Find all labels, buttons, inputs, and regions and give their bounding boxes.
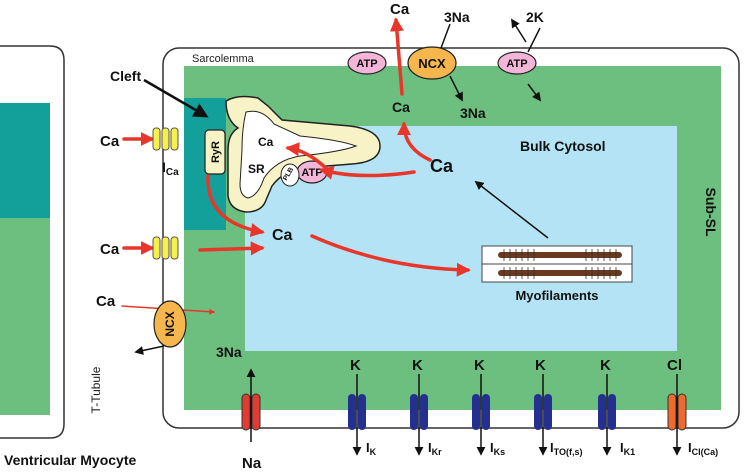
- thick-filament-bottom: [498, 270, 622, 276]
- nak-na-out-arrow: [511, 18, 527, 43]
- ncx-tt-na-label: 3Na: [216, 344, 242, 360]
- ncx-ttubule-label: NCX: [163, 311, 177, 336]
- nak-k-in-arrow: [527, 83, 542, 102]
- ncx-na-in-label: 3Na: [460, 105, 486, 121]
- serca-uptake-arrow: [319, 166, 416, 180]
- pmca-atp-label: ATP: [356, 58, 377, 70]
- iks-channel: [472, 394, 490, 430]
- ncx-na-in-arrow: [449, 75, 463, 102]
- ncx-tt-na-out-arrow: [134, 345, 165, 355]
- ikr-channel: [410, 394, 428, 430]
- ryr-release-arrow: [206, 174, 265, 237]
- ik1-k-label: K: [600, 357, 611, 374]
- ltype-ca-label: Ca: [100, 241, 120, 258]
- ryr-label: RyR: [210, 141, 222, 163]
- cleft-pointer-arrow: [143, 78, 209, 118]
- ito-current-label: ITO(f,s): [550, 440, 582, 457]
- iks-k-label: K: [474, 357, 485, 374]
- subsl-ca-label: Ca: [272, 227, 293, 244]
- sr-ca-label: Ca: [258, 135, 274, 149]
- myofilaments: Myofilaments: [481, 245, 633, 303]
- ik1-channel: [598, 394, 616, 430]
- phospholamban: [280, 163, 300, 187]
- ikr-current-label: IKr: [428, 440, 442, 457]
- serca-atp-label: ATP: [301, 167, 322, 179]
- neighbor-cell: [0, 45, 65, 439]
- nak-atp-label: ATP: [506, 58, 527, 70]
- neighbor-cell-cleft: [0, 103, 50, 218]
- black-arrows: [134, 18, 549, 355]
- bulk-ca-label: Ca: [430, 156, 454, 176]
- icl-cl-label: Cl: [667, 357, 682, 374]
- ik-channel: [348, 394, 366, 430]
- sr-uptake-arrow: [285, 142, 328, 170]
- ica-ca-label: Ca: [100, 133, 120, 150]
- bulk-to-ncx-arrow: [397, 121, 432, 162]
- ik1-current-label: IK1: [620, 440, 635, 457]
- ryanodine-receptor: [204, 129, 226, 175]
- ikr-k-label: K: [412, 357, 423, 374]
- ncx-ca-in-label: Ca: [392, 99, 410, 115]
- myofilaments-label: Myofilaments: [515, 288, 598, 303]
- ncx-tt-ca-label: Ca: [96, 293, 116, 310]
- iks-current-label: IKs: [490, 440, 505, 457]
- ltype-channel-subsl: [152, 236, 179, 260]
- t-tubule-label: T-Tubule: [89, 366, 103, 413]
- ik-current-label: IK: [366, 440, 377, 457]
- thick-filament-top: [498, 252, 622, 258]
- ica-current-label: ICa: [162, 159, 179, 178]
- ncx-ttubule: [153, 300, 187, 348]
- icl-ca-channel: [667, 393, 687, 431]
- nak-k-line: [527, 27, 541, 53]
- subsl-ca-arrow: [198, 241, 265, 256]
- myofilament-to-cytosol-arrow: [474, 180, 549, 239]
- nak-k-label: 2K: [526, 9, 544, 25]
- ncx-sarcolemma: [407, 46, 457, 80]
- ncx-na-out-label: 3Na: [444, 9, 470, 25]
- ltype-channel-cleft: [152, 127, 179, 151]
- nak-pump: [497, 51, 537, 75]
- ik-k-label: K: [350, 357, 361, 374]
- cleft-label: Cleft: [110, 68, 141, 84]
- ca-flux-arrows: [121, 17, 471, 315]
- na-channel: [241, 393, 261, 431]
- efflux-ca-label: Ca: [390, 1, 410, 18]
- sr-label: SR: [248, 162, 265, 176]
- icl-ca-current-label: ICl(Ca): [688, 440, 718, 457]
- ina-na-label: Na: [242, 455, 262, 472]
- ventricular-myocyte-label: Ventricular Myocyte: [4, 452, 136, 468]
- myofilament-binding-arrow: [310, 234, 471, 277]
- pmca-pump: [347, 51, 387, 75]
- ncx-sl-label: NCX: [418, 56, 446, 71]
- ito-channel: [534, 394, 552, 430]
- bulk-cytosol-label: Bulk Cytosol: [520, 138, 606, 154]
- ncx-efflux-ca-arrow: [389, 17, 404, 96]
- sub-sl-label: Sub-SL: [703, 188, 719, 237]
- ito-k-label: K: [535, 357, 546, 374]
- sarcolemma-label: Sarcolemma: [192, 53, 255, 65]
